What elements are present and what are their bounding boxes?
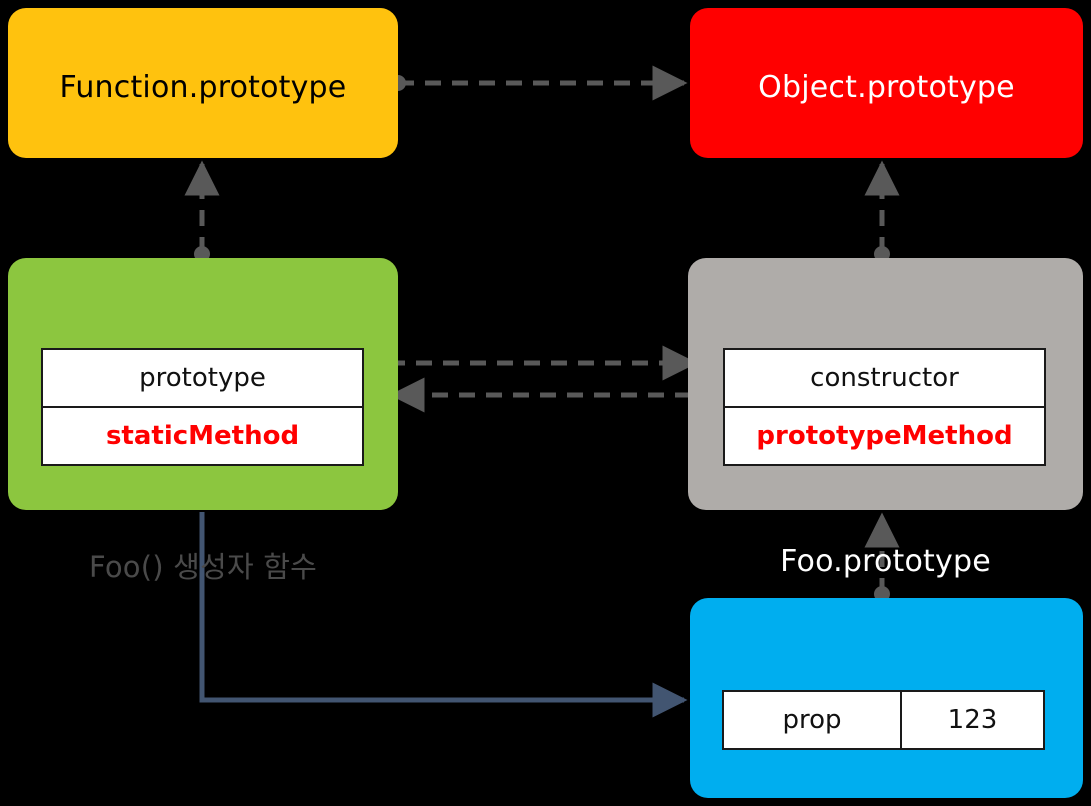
node-foo-object[interactable]: foo 객체 prop 123 bbox=[690, 598, 1083, 798]
foo-prototype-property-table: constructor prototypeMethod bbox=[723, 348, 1046, 466]
node-foo-prototype[interactable]: Foo.prototype constructor prototypeMetho… bbox=[688, 258, 1083, 579]
node-function-prototype[interactable]: Function.prototype bbox=[8, 8, 398, 158]
property-static-method: staticMethod bbox=[105, 421, 300, 451]
node-object-prototype-label: Object.prototype bbox=[758, 70, 1015, 105]
table-row[interactable]: constructor bbox=[725, 350, 1044, 406]
foo-constructor-property-table: prototype staticMethod bbox=[41, 348, 364, 466]
table-row[interactable]: staticMethod bbox=[43, 406, 362, 464]
foo-object-property-table: prop 123 bbox=[722, 690, 1045, 750]
property-prototype-method: prototypeMethod bbox=[756, 421, 1013, 451]
edge-foo-constructor-to-foo-object bbox=[199, 512, 688, 718]
node-function-prototype-label: Function.prototype bbox=[59, 70, 347, 105]
table-row[interactable]: prop 123 bbox=[724, 692, 1043, 748]
node-foo-constructor-label: Foo() 생성자 함수 bbox=[89, 550, 317, 584]
node-object-prototype[interactable]: Object.prototype bbox=[690, 8, 1083, 158]
node-foo-prototype-label: Foo.prototype bbox=[780, 544, 991, 579]
property-prototype: prototype bbox=[139, 363, 266, 393]
property-value-prop: 123 bbox=[900, 692, 1043, 748]
property-constructor: constructor bbox=[810, 363, 959, 393]
table-row[interactable]: prototypeMethod bbox=[725, 406, 1044, 464]
property-key-prop: prop bbox=[782, 705, 842, 735]
table-row[interactable]: prototype bbox=[43, 350, 362, 406]
node-foo-constructor[interactable]: Foo() 생성자 함수 prototype staticMethod bbox=[8, 258, 398, 584]
